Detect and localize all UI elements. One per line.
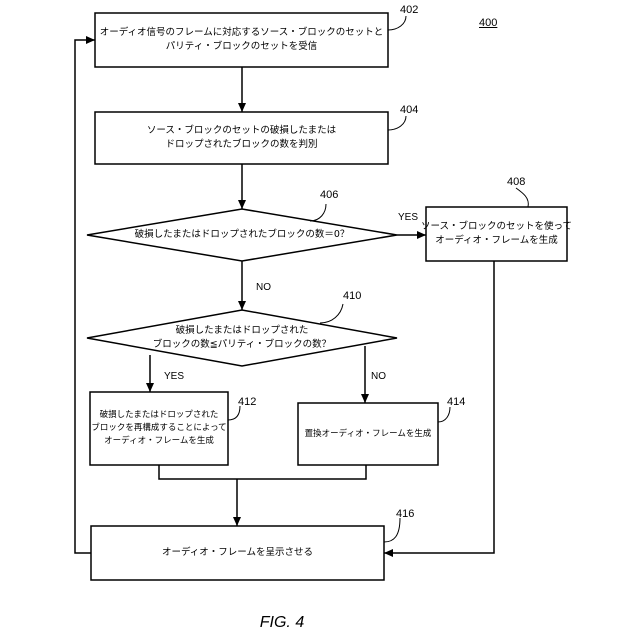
node-412-line-3: オーディオ・フレームを生成: [104, 435, 214, 448]
node-404-line-2: ドロップされたブロックの数を判別: [165, 138, 317, 152]
ref-402: 402: [400, 4, 418, 16]
label-yes-406: YES: [398, 212, 418, 224]
node-text-416: オーディオ・フレームを呈示させる: [91, 526, 384, 580]
node-410-line-2: ブロックの数≦パリティ・ブロックの数？: [153, 338, 331, 352]
ref-414: 414: [447, 396, 465, 408]
node-414-line-1: 置換オーディオ・フレームを生成: [305, 427, 432, 441]
leader-402: [388, 16, 406, 30]
node-412-line-1: 破損したまたはドロップされた: [100, 409, 219, 422]
leader-408: [516, 188, 528, 207]
node-text-402: オーディオ信号のフレームに対応するソース・ブロックのセットと パリティ・ブロック…: [95, 13, 388, 67]
ref-406: 406: [320, 189, 338, 201]
label-no-410: NO: [371, 371, 386, 383]
figure-caption: FIG. 4: [232, 614, 332, 632]
node-402-line-2: パリティ・ブロックのセットを受信: [166, 40, 317, 54]
label-no-406: NO: [256, 282, 271, 294]
leader-412: [228, 406, 240, 420]
label-yes-410: YES: [164, 371, 184, 383]
leader-404: [388, 116, 406, 130]
node-412-line-2: ブロックを再構成することによって: [91, 422, 226, 435]
node-text-412: 破損したまたはドロップされた ブロックを再構成することによって オーディオ・フレ…: [90, 392, 228, 465]
node-text-406: 破損したまたはドロップされたブロックの数＝0？: [87, 209, 397, 261]
ref-416: 416: [396, 508, 414, 520]
node-410-line-1: 破損したまたはドロップされた: [176, 324, 309, 338]
arrow-loop-416-402: [75, 40, 95, 553]
ref-408: 408: [507, 176, 525, 188]
node-text-414: 置換オーディオ・フレームを生成: [298, 403, 438, 465]
node-text-404: ソース・ブロックのセットの破損したまたは ドロップされたブロックの数を判別: [95, 112, 388, 164]
node-408-line-2: オーディオ・フレームを生成: [435, 234, 558, 248]
leader-414: [438, 407, 450, 422]
connector-412-416: [159, 465, 237, 479]
node-408-line-1: ソース・ブロックのセットを使って: [421, 220, 572, 234]
ref-412: 412: [238, 396, 256, 408]
node-416-line-1: オーディオ・フレームを呈示させる: [162, 546, 313, 560]
ref-410: 410: [343, 290, 361, 302]
node-406-line-1: 破損したまたはドロップされたブロックの数＝0？: [135, 228, 350, 242]
ref-404: 404: [400, 104, 418, 116]
node-402-line-1: オーディオ信号のフレームに対応するソース・ブロックのセットと: [100, 26, 384, 40]
node-404-line-1: ソース・ブロックのセットの破損したまたは: [147, 124, 336, 138]
node-text-410: 破損したまたはドロップされた ブロックの数≦パリティ・ブロックの数？: [87, 310, 397, 366]
figure-number: 400: [479, 17, 497, 29]
connector-414-416: [237, 465, 366, 479]
leader-416: [384, 518, 400, 542]
node-text-408: ソース・ブロックのセットを使って オーディオ・フレームを生成: [426, 207, 567, 261]
